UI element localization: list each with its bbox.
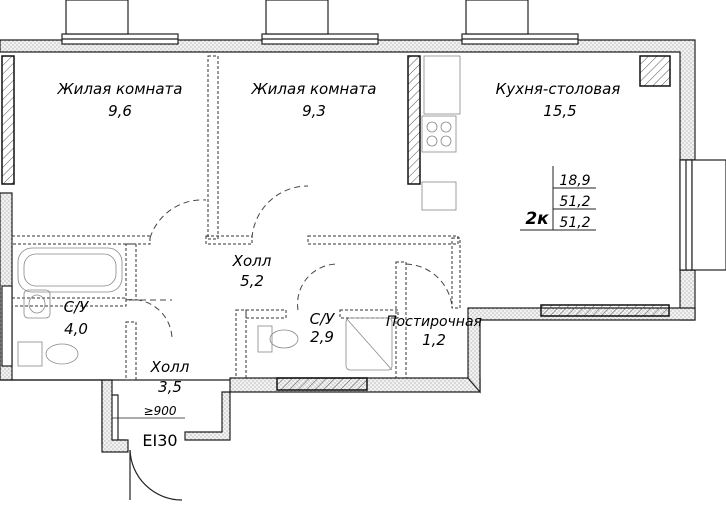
partitions xyxy=(11,55,461,381)
living1-area: 9,6 xyxy=(108,102,132,120)
door-rating-label: EI30 xyxy=(142,431,177,450)
fixtures xyxy=(17,55,461,371)
hall2-name: Холл xyxy=(150,358,190,376)
area-summary xyxy=(520,166,596,231)
laundry-area: 1,2 xyxy=(422,331,446,349)
living2-area: 9,3 xyxy=(302,102,326,120)
summary-total2: 51,2 xyxy=(559,215,590,231)
bath2-area: 2,9 xyxy=(310,328,334,346)
hall2-area: 3,5 xyxy=(158,378,182,396)
summary-living: 18,9 xyxy=(559,173,590,189)
living1-name: Жилая комната xyxy=(57,80,183,98)
entry-door xyxy=(112,417,185,501)
hall1-area: 5,2 xyxy=(240,272,264,290)
kitchen-area: 15,5 xyxy=(543,102,576,120)
windows xyxy=(1,0,726,367)
summary-type: 2к xyxy=(525,209,549,229)
hatched-walls xyxy=(1,55,671,391)
door-width-label: ≥900 xyxy=(144,404,177,418)
hall1-name: Холл xyxy=(232,252,272,270)
bath2-name: С/У xyxy=(310,310,336,328)
summary-total: 51,2 xyxy=(559,194,590,210)
door-swings xyxy=(125,185,453,341)
bath1-area: 4,0 xyxy=(64,320,88,338)
kitchen-name: Кухня-столовая xyxy=(496,80,621,98)
bath1-name: С/У xyxy=(64,298,90,316)
laundry-name: Постирочная xyxy=(386,314,482,330)
living2-name: Жилая комната xyxy=(251,80,377,98)
